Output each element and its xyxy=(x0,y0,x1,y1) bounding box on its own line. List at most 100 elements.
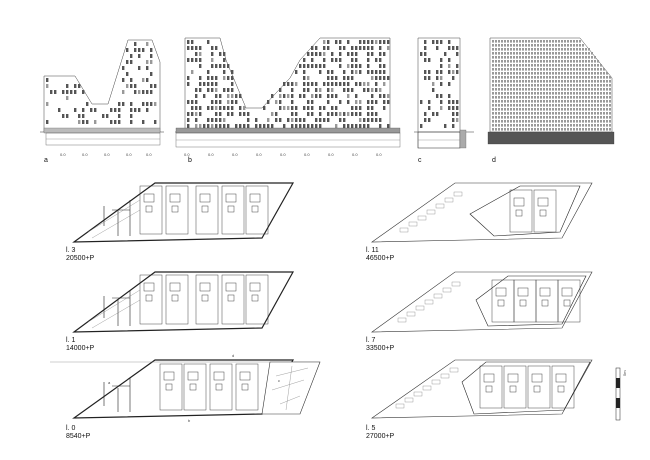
window xyxy=(211,46,214,50)
facade-panel xyxy=(498,104,500,107)
window xyxy=(367,52,370,56)
facade-panel xyxy=(603,112,605,115)
facade-panel xyxy=(588,72,590,75)
window xyxy=(343,112,346,116)
window xyxy=(231,112,234,116)
window xyxy=(106,114,109,118)
facade-panel xyxy=(546,100,548,103)
window xyxy=(195,106,198,110)
facade-panel xyxy=(504,120,506,123)
facade-panel xyxy=(525,120,527,123)
window xyxy=(187,118,190,122)
facade-panel xyxy=(561,52,563,55)
facade-panel xyxy=(507,116,509,119)
facade-panel xyxy=(546,72,548,75)
facade-panel xyxy=(525,68,527,71)
facade-panel xyxy=(507,120,509,123)
facade-panel xyxy=(603,80,605,83)
window xyxy=(231,94,234,98)
window xyxy=(363,88,366,92)
facade-panel xyxy=(585,80,587,83)
window xyxy=(223,52,226,56)
facade-panel xyxy=(597,88,599,91)
facade-panel xyxy=(522,92,524,95)
facade-panel xyxy=(600,96,602,99)
facade-panel xyxy=(525,84,527,87)
facade-panel xyxy=(594,88,596,91)
window xyxy=(299,124,302,128)
facade-panel xyxy=(525,88,527,91)
window xyxy=(235,100,238,104)
facade-panel xyxy=(585,72,587,75)
window xyxy=(347,82,350,86)
window xyxy=(50,90,53,94)
window xyxy=(211,52,214,56)
facade-panel xyxy=(606,100,608,103)
facade-panel xyxy=(531,92,533,95)
window xyxy=(303,124,306,128)
facade-panel xyxy=(534,116,536,119)
window xyxy=(424,58,427,62)
facade-panel xyxy=(531,52,533,55)
window xyxy=(291,112,294,116)
window xyxy=(355,64,358,68)
window xyxy=(122,78,125,82)
facade-panel xyxy=(537,40,539,43)
facade-panel xyxy=(513,60,515,63)
facade-panel xyxy=(549,76,551,79)
facade-panel xyxy=(588,88,590,91)
facade-panel xyxy=(582,60,584,63)
window xyxy=(211,124,214,128)
facade-panel xyxy=(534,64,536,67)
window xyxy=(319,106,322,110)
facade-panel xyxy=(516,104,518,107)
window xyxy=(432,112,435,116)
facade-panel xyxy=(549,116,551,119)
facade-panel xyxy=(534,120,536,123)
facade-panel xyxy=(549,64,551,67)
facade-panel xyxy=(567,64,569,67)
window xyxy=(275,118,278,122)
window xyxy=(271,124,274,128)
facade-panel xyxy=(498,80,500,83)
window xyxy=(383,100,386,104)
window xyxy=(323,118,326,122)
window xyxy=(347,100,350,104)
facade-panel xyxy=(516,72,518,75)
facade-panel xyxy=(507,124,509,127)
window xyxy=(191,100,194,104)
window xyxy=(371,70,374,74)
facade-panel xyxy=(570,96,572,99)
facade-panel xyxy=(567,96,569,99)
facade-panel xyxy=(528,104,530,107)
svg-text:0.0: 0.0 xyxy=(208,152,214,157)
room-core xyxy=(517,287,529,297)
facade-panel xyxy=(549,56,551,59)
svg-text:0.0: 0.0 xyxy=(104,152,110,157)
window xyxy=(315,124,318,128)
facade-panel xyxy=(498,124,500,127)
facade-panel xyxy=(534,124,536,127)
window xyxy=(387,40,390,44)
facade-panel xyxy=(549,108,551,111)
room-core xyxy=(539,287,551,297)
facade-panel xyxy=(600,80,602,83)
facade-panel xyxy=(573,96,575,99)
facade-panel xyxy=(522,84,524,87)
plan-level-11-label: l. 11 xyxy=(366,247,379,254)
window xyxy=(339,64,342,68)
facade-panel xyxy=(588,128,590,131)
facade-panel xyxy=(576,128,578,131)
facade-panel xyxy=(504,52,506,55)
window xyxy=(243,124,246,128)
facade-panel xyxy=(564,56,566,59)
window xyxy=(440,82,443,86)
facade-panel xyxy=(564,112,566,115)
facade-panel xyxy=(549,128,551,131)
facade-panel xyxy=(591,72,593,75)
facade-panel xyxy=(495,108,497,111)
window xyxy=(347,112,350,116)
window xyxy=(456,70,459,74)
window xyxy=(130,54,133,58)
window xyxy=(315,64,318,68)
